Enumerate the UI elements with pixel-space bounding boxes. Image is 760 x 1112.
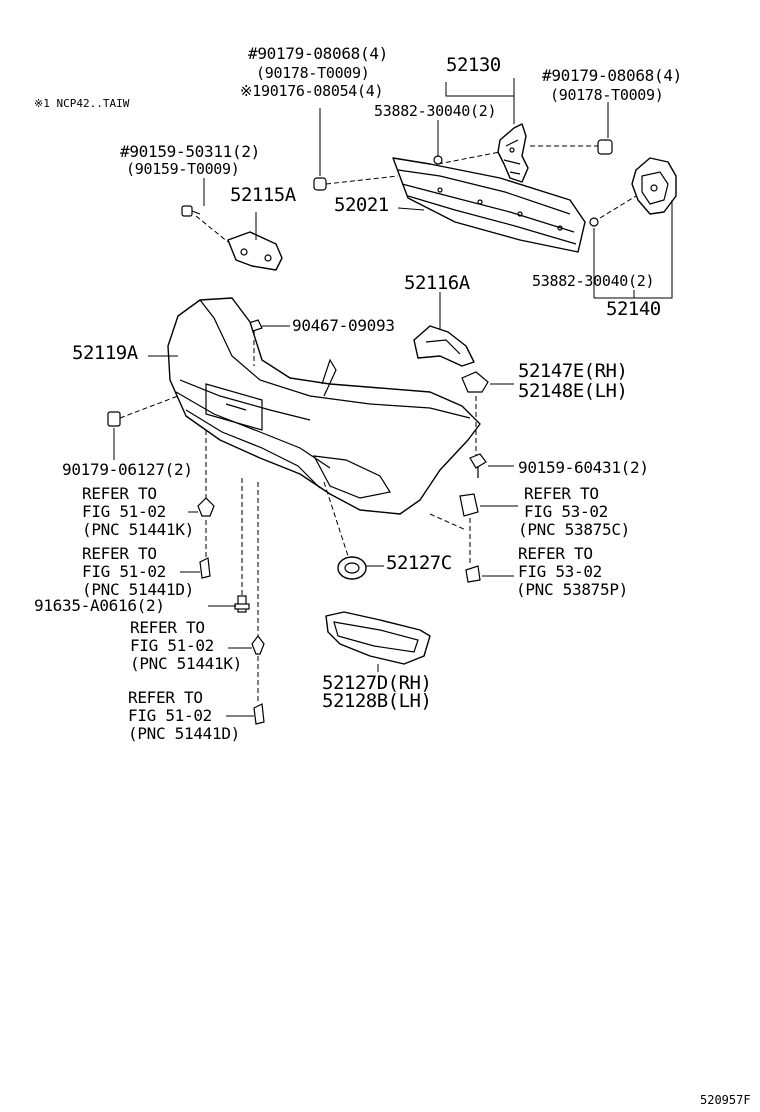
ref5-refer-to: REFER TO bbox=[130, 618, 205, 637]
ref6-pnc: (PNC 51441D) bbox=[128, 724, 240, 743]
ref6-refer-to: REFER TO bbox=[128, 688, 203, 707]
fastener-ref-51441K-2 bbox=[251, 635, 265, 655]
bolt-91635-A0616 bbox=[234, 595, 250, 613]
fog-cover-52127C bbox=[337, 556, 367, 580]
label-52116A: 52116A bbox=[404, 272, 470, 294]
label-52147E: 52147E(RH) bbox=[518, 360, 628, 382]
clip-90179-06127 bbox=[107, 411, 121, 427]
ref2-refer-to: REFER TO bbox=[524, 484, 599, 503]
label-90178-t0009-right: (90178-T0009) bbox=[550, 86, 664, 104]
bracket-52130 bbox=[497, 123, 529, 183]
label-52021: 52021 bbox=[334, 194, 389, 216]
fastener-ref-51441D-1 bbox=[199, 557, 211, 579]
clip-53882-30040-bottom bbox=[589, 217, 599, 227]
bracket-52115A bbox=[227, 231, 283, 271]
front-bumper-cover-52119A bbox=[167, 297, 481, 515]
label-53882-30040-top: 53882-30040(2) bbox=[374, 102, 497, 120]
ref1-pnc: (PNC 51441K) bbox=[82, 520, 194, 539]
label-90159-60431: 90159-60431(2) bbox=[518, 458, 649, 477]
label-52115A: 52115A bbox=[230, 184, 296, 206]
ref6-fig: FIG 51-02 bbox=[128, 706, 212, 725]
model-note: ※1 NCP42..TAIW bbox=[34, 97, 130, 110]
fastener-ref-53875C bbox=[459, 493, 479, 517]
ref2-fig: FIG 53-02 bbox=[524, 502, 608, 521]
bolt-90159-50311 bbox=[181, 205, 201, 217]
ref3-refer-to: REFER TO bbox=[82, 544, 157, 563]
label-90179-06127: 90179-06127(2) bbox=[62, 460, 193, 479]
label-90178-t0009-left: (90178-T0009) bbox=[256, 64, 370, 82]
bracket-52116A bbox=[413, 325, 475, 367]
bolt-90159-60431 bbox=[469, 453, 487, 478]
label-53882-30040-bottom: 53882-30040(2) bbox=[532, 272, 655, 290]
fastener-ref-51441K-1 bbox=[197, 497, 215, 517]
bracket-52140 bbox=[631, 157, 677, 215]
label-90467-09093: 90467-09093 bbox=[292, 316, 395, 335]
ref5-pnc: (PNC 51441K) bbox=[130, 654, 242, 673]
assembly-dashed-lines bbox=[119, 145, 637, 704]
label-52148E: 52148E(LH) bbox=[518, 380, 628, 402]
retainer-52147E-52148E bbox=[461, 371, 489, 393]
label-52127D: 52127D(RH) bbox=[322, 672, 432, 694]
figure-code: 520957F bbox=[700, 1093, 751, 1107]
leader-lines bbox=[113, 78, 673, 717]
fastener-ref-53875P bbox=[465, 565, 481, 583]
ref3-fig: FIG 51-02 bbox=[82, 562, 166, 581]
ref2-pnc: (PNC 53875C) bbox=[518, 520, 630, 539]
label-52119A: 52119A bbox=[72, 342, 138, 364]
label-90159-50311: #90159-50311(2) bbox=[120, 142, 260, 161]
label-52130: 52130 bbox=[446, 54, 501, 76]
clip-53882-30040-top bbox=[433, 155, 443, 165]
label-90176-08054: ※190176-08054(4) bbox=[240, 82, 384, 100]
nut-90179-08068-right bbox=[597, 139, 613, 155]
ref1-refer-to: REFER TO bbox=[82, 484, 157, 503]
label-90159-t0009: (90159-T0009) bbox=[126, 160, 240, 178]
label-52127C: 52127C bbox=[386, 552, 452, 574]
ref4-pnc: (PNC 53875P) bbox=[516, 580, 628, 599]
ref3-pnc: (PNC 51441D) bbox=[82, 580, 194, 599]
label-90179-08068-right: #90179-08068(4) bbox=[542, 66, 682, 85]
ref4-fig: FIG 53-02 bbox=[518, 562, 602, 581]
ref5-fig: FIG 51-02 bbox=[130, 636, 214, 655]
grille-52127D-52128B bbox=[325, 611, 431, 665]
ref1-fig: FIG 51-02 bbox=[82, 502, 166, 521]
label-52128B: 52128B(LH) bbox=[322, 690, 432, 712]
label-52140: 52140 bbox=[606, 298, 661, 320]
label-90179-08068-left: #90179-08068(4) bbox=[248, 44, 388, 63]
ref4-refer-to: REFER TO bbox=[518, 544, 593, 563]
nut-90179-08068-left bbox=[313, 177, 327, 191]
label-91635-a0616: 91635-A0616(2) bbox=[34, 596, 165, 615]
fastener-ref-51441D-2 bbox=[253, 703, 265, 725]
bumper-reinforcement-52021 bbox=[392, 157, 586, 253]
